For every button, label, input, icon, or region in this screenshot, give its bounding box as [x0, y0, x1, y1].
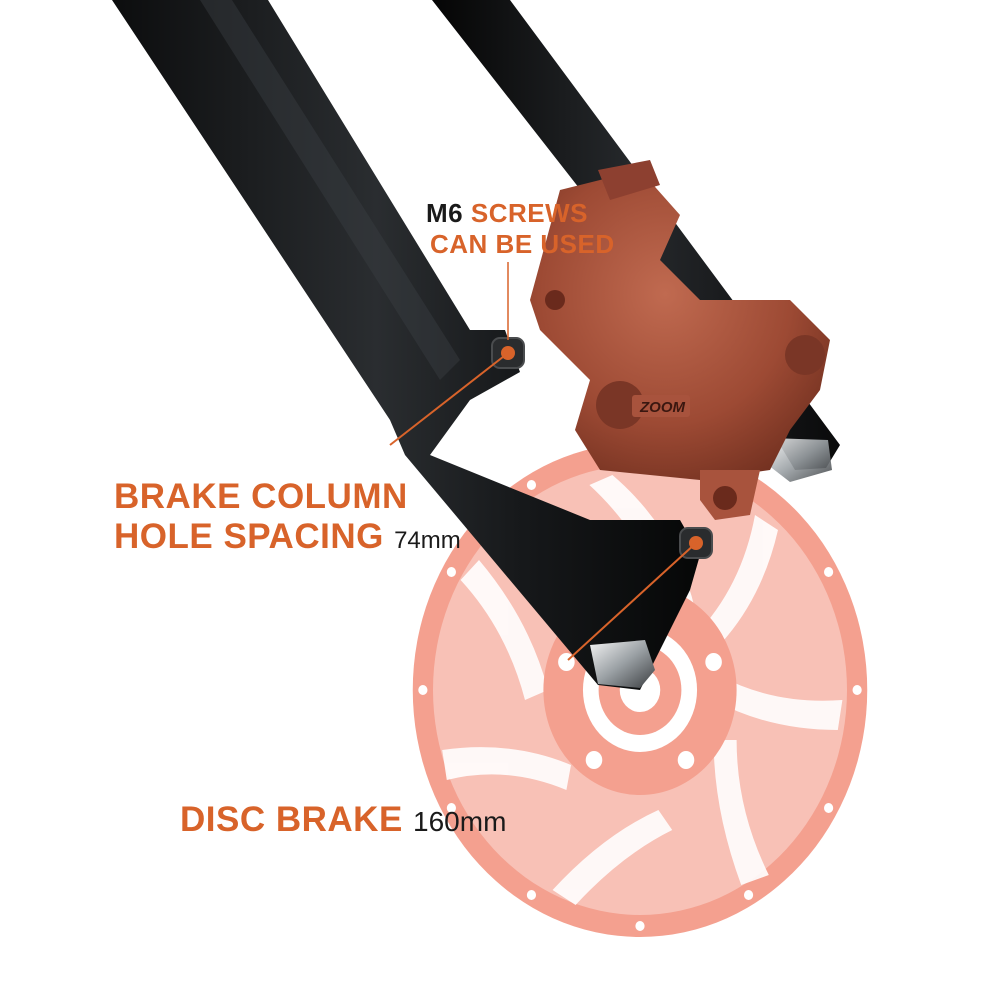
- rear-dropout: [768, 438, 832, 482]
- can-be-used-text: CAN BE USED: [430, 229, 615, 259]
- front-dropout: [590, 640, 655, 688]
- leader-line-bottom: [567, 542, 697, 661]
- m6-screws-label: M6 SCREWS: [426, 200, 588, 226]
- m6-text: M6: [426, 198, 464, 228]
- hole-spacing-label: HOLE SPACING 74mm: [114, 519, 461, 554]
- leader-line-top: [389, 352, 509, 446]
- brake-caliper: ZOOM: [530, 160, 830, 520]
- fork-leg-highlight: [200, 0, 460, 380]
- disc-brake-value: 160mm: [413, 806, 507, 837]
- caliper-brand-text: ZOOM: [639, 399, 685, 416]
- disc-brake-label: DISC BRAKE 160mm: [180, 802, 506, 837]
- front-fork-leg: [112, 0, 700, 690]
- brake-column-text: BRAKE COLUMN: [114, 477, 408, 516]
- disc-brake-text: DISC BRAKE: [180, 800, 403, 839]
- hole-spacing-text: HOLE SPACING: [114, 517, 384, 556]
- hole-spacing-value: 74mm: [394, 527, 461, 554]
- screws-text: SCREWS: [470, 198, 588, 228]
